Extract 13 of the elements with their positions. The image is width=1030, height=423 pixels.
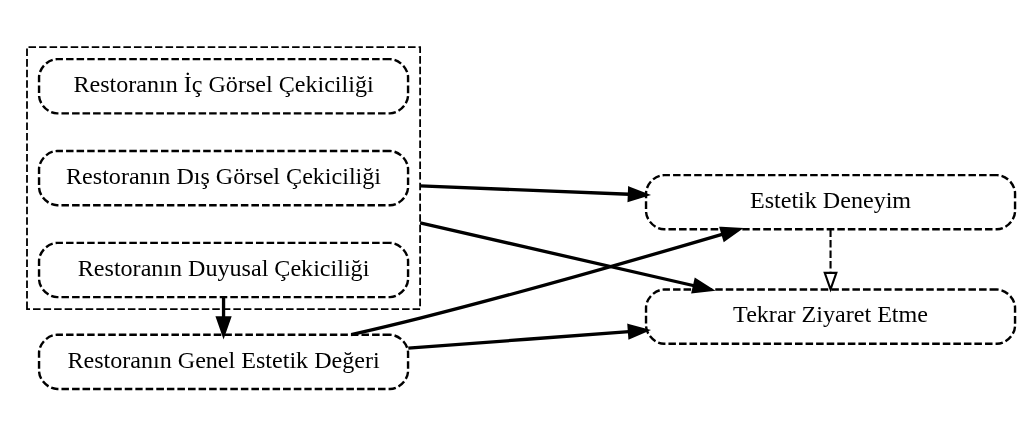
node-box: Restoranın İç Görsel Çekiciliği (37, 57, 410, 115)
arrow (215, 296, 232, 340)
node-box: Restoranın Genel Estetik Değeri (37, 333, 410, 390)
node-box: Estetik Deneyim (644, 173, 1017, 231)
arrow (408, 323, 651, 350)
node-box: Restoranın Dış Görsel Çekiciliği (37, 149, 410, 206)
arrow (420, 183, 652, 202)
arrow (823, 228, 838, 293)
arrow (350, 226, 744, 336)
arrow (419, 220, 716, 293)
cluster (26, 45, 421, 310)
node-box: Tekrar Ziyaret Etme (644, 287, 1017, 345)
node-box: Restoranın Duyusal Çekiciliği (37, 241, 410, 298)
